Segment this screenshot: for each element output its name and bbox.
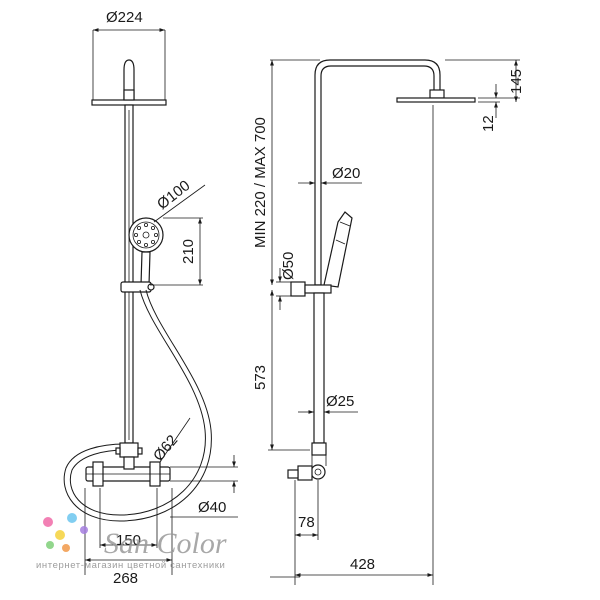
dim-holder-diameter: Ø50 bbox=[280, 252, 297, 280]
watermark: San Color интернет-магазин цветной санте… bbox=[36, 513, 227, 571]
dim-bar-height: 573 bbox=[252, 365, 269, 390]
dim-mixer-centers: 150 bbox=[116, 532, 141, 549]
watermark-dots bbox=[43, 513, 88, 552]
dim-head-thickness: 12 bbox=[480, 115, 497, 132]
dim-range: MIN 220 / MAX 700 bbox=[252, 117, 269, 248]
overhead-shower-plate bbox=[91, 99, 167, 106]
diverter-connector bbox=[119, 442, 139, 458]
side-lower-bar bbox=[313, 292, 325, 444]
dim-arm-height: 145 bbox=[508, 69, 525, 94]
thermostatic-mixer bbox=[85, 456, 171, 487]
dim-top-pipe-diameter: Ø20 bbox=[332, 165, 360, 182]
side-mixer-knob bbox=[310, 464, 326, 480]
watermark-dot bbox=[46, 541, 54, 549]
watermark-dot bbox=[62, 544, 70, 552]
side-hand-shower bbox=[323, 211, 353, 288]
dim-head-diameter: Ø224 bbox=[106, 9, 143, 26]
dim-hand-shower-height: 210 bbox=[180, 239, 197, 264]
hand-shower-head bbox=[128, 217, 164, 286]
watermark-brand: San Color bbox=[104, 527, 227, 560]
dim-mixer-width: 268 bbox=[113, 570, 138, 587]
dim-bar-diameter: Ø25 bbox=[326, 393, 354, 410]
side-holder bbox=[290, 281, 306, 297]
dim-projection: 428 bbox=[350, 556, 375, 573]
watermark-tagline: интернет-магазин цветной сантехники bbox=[36, 560, 225, 571]
watermark-dot bbox=[80, 526, 88, 534]
watermark-dot bbox=[43, 517, 53, 527]
dim-wall-offset: 78 bbox=[298, 514, 315, 531]
front-view: Ø224 210 Ø100 bbox=[63, 9, 238, 587]
watermark-dot bbox=[67, 513, 77, 523]
watermark-dot bbox=[55, 530, 65, 540]
shower-hose bbox=[69, 289, 206, 516]
side-view: MIN 220 / MAX 700 145 12 Ø20 Ø50 bbox=[252, 59, 525, 585]
side-overhead-plate bbox=[396, 97, 476, 103]
dim-mixer-knob-diameter: Ø62 bbox=[150, 432, 181, 465]
side-connector bbox=[311, 442, 327, 456]
dim-mixer-body-diameter: Ø40 bbox=[198, 499, 226, 516]
